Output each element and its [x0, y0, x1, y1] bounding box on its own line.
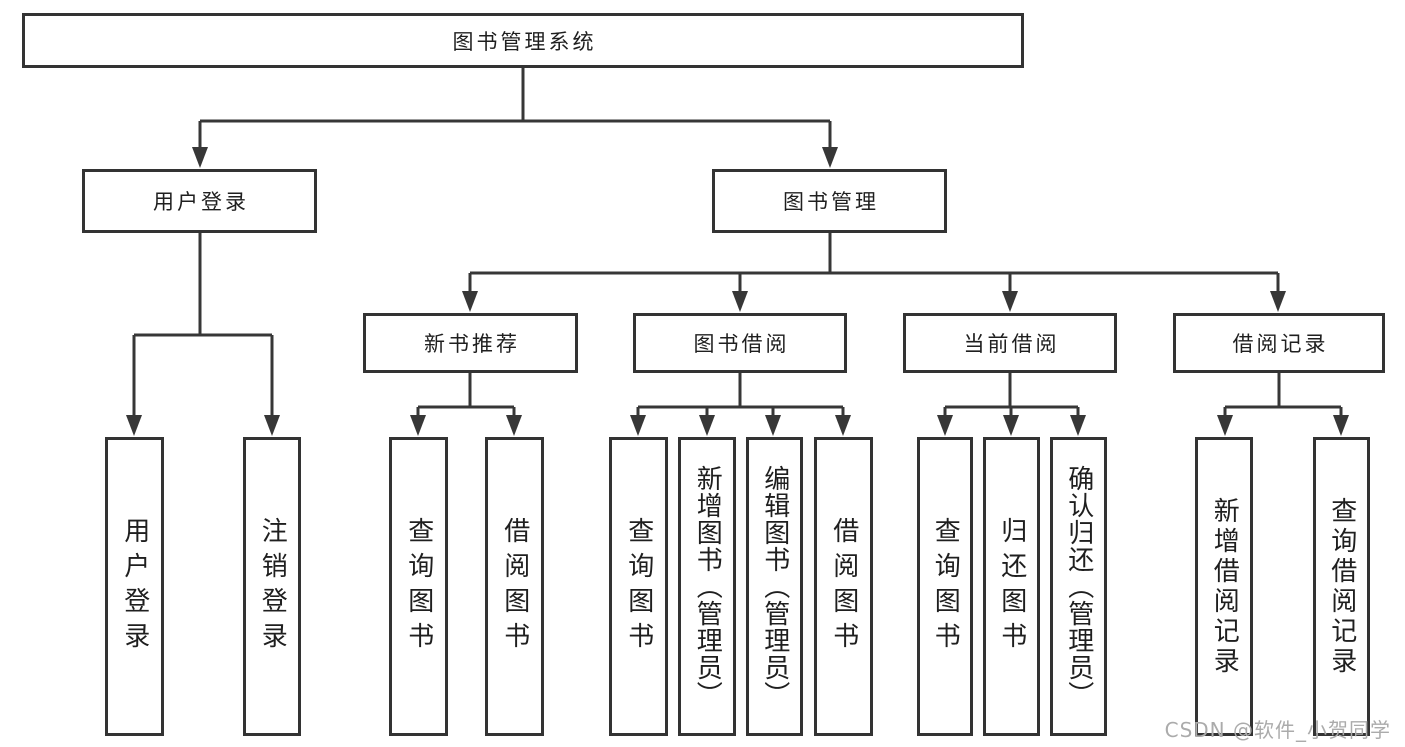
leaf-add-borrow-record: 新增借阅记录 [1195, 437, 1253, 736]
leaf-borrow-books-borrowing: 借阅图书 [814, 437, 873, 736]
leaf-user-login: 用户登录 [105, 437, 164, 736]
node-borrowing-records: 借阅记录 [1173, 313, 1385, 373]
node-new-book-recommendation: 新书推荐 [363, 313, 578, 373]
leaf-confirm-return-admin: 确认归还（管理员） [1050, 437, 1107, 736]
leaf-logout: 注销登录 [243, 437, 301, 736]
leaf-query-books-recommend: 查询图书 [389, 437, 448, 736]
connector-lines [132, 68, 1343, 417]
leaf-query-books-current: 查询图书 [917, 437, 973, 736]
leaf-query-borrow-record: 查询借阅记录 [1313, 437, 1370, 736]
leaf-edit-books-admin: 编辑图书（管理员） [746, 437, 803, 736]
node-library-management-system: 图书管理系统 [22, 13, 1024, 68]
node-book-management: 图书管理 [712, 169, 947, 233]
csdn-watermark: CSDN @软件_小贺同学 [1164, 718, 1391, 742]
leaf-return-books: 归还图书 [983, 437, 1040, 736]
node-user-login: 用户登录 [82, 169, 317, 233]
leaf-borrow-books-recommend: 借阅图书 [485, 437, 544, 736]
leaf-query-books-borrowing: 查询图书 [609, 437, 668, 736]
arrowheads [126, 147, 1349, 436]
node-book-borrowing: 图书借阅 [633, 313, 847, 373]
node-current-borrowing: 当前借阅 [903, 313, 1117, 373]
leaf-add-books-admin: 新增图书（管理员） [678, 437, 736, 736]
